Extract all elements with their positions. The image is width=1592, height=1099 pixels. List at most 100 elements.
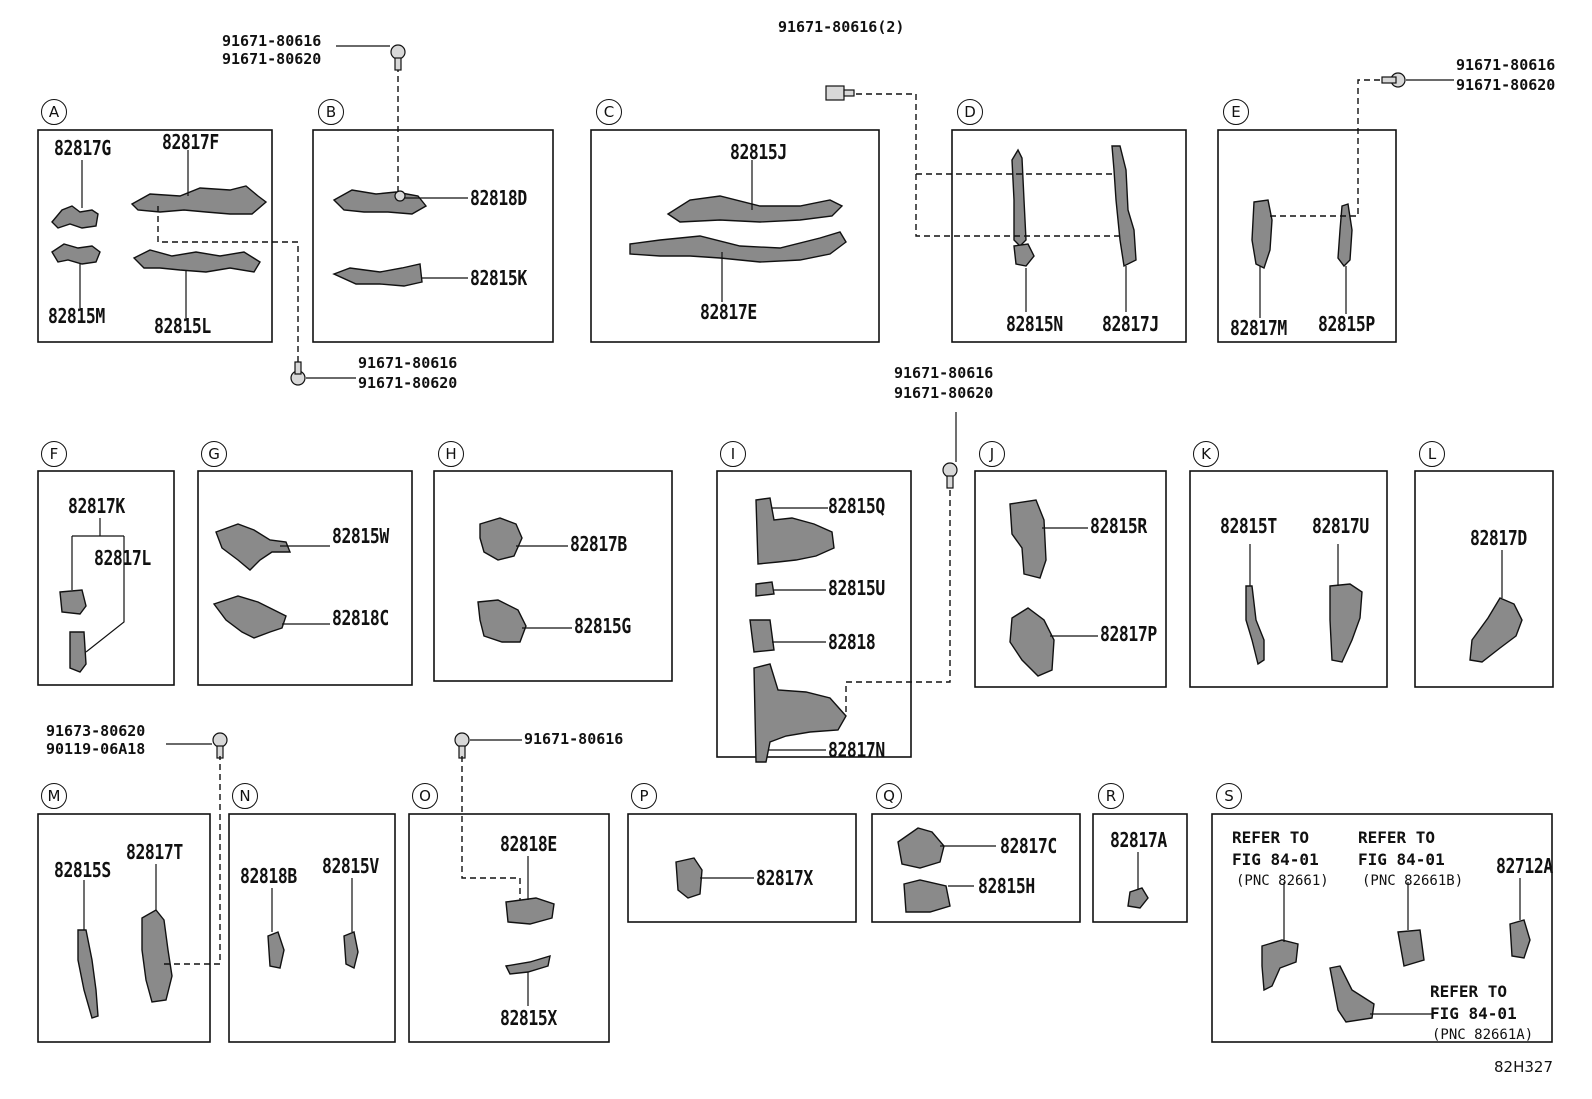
part-label-82817t: 82817T (126, 840, 183, 864)
group-letter-l: L (1419, 441, 1445, 467)
part-label-82817m: 82817M (1230, 316, 1287, 340)
figure-code: 82H327 (1494, 1058, 1553, 1076)
group-i-parts (749, 412, 958, 763)
bolt-label-b-1: 91671-80616 (222, 32, 322, 50)
part-label-82817b: 82817B (570, 532, 627, 556)
group-boxes (37, 129, 1554, 1043)
group-o-parts (461, 756, 555, 1006)
ref-3-line1: REFER TO (1430, 982, 1508, 1001)
group-letter-o: O (412, 783, 438, 809)
part-label-82815p: 82815P (1318, 312, 1375, 336)
part-label-82815n: 82815N (1006, 312, 1063, 336)
part-label-82815m: 82815M (48, 304, 105, 328)
ref-3-line2: FIG 84-01 (1430, 1004, 1517, 1023)
part-label-82815v: 82815V (322, 854, 379, 878)
part-label-82817n: 82817N (828, 738, 885, 762)
bolt-label-o-1: 91671-80616 (524, 730, 624, 748)
group-letter-h: H (438, 441, 464, 467)
group-letter-b: B (318, 99, 344, 125)
group-s-parts (1261, 878, 1531, 1023)
part-label-82815u: 82815U (828, 576, 885, 600)
group-letter-r: R (1098, 783, 1124, 809)
part-label-82815g: 82815G (574, 614, 631, 638)
part-label-82817c: 82817C (1000, 834, 1057, 858)
group-k-parts (1245, 544, 1363, 666)
group-e-parts (1251, 79, 1392, 318)
part-label-82815w: 82815W (332, 524, 389, 548)
group-f-parts (59, 518, 125, 673)
part-label-82818c: 82818C (332, 606, 389, 630)
group-letter-d: D (957, 99, 983, 125)
bolts-top (290, 44, 1454, 386)
group-letter-k: K (1193, 441, 1219, 467)
group-letter-m: M (41, 783, 67, 809)
bolt-label-e-2: 91671-80620 (1456, 76, 1556, 94)
group-m-parts (77, 756, 221, 1019)
part-label-82818e: 82818E (500, 832, 557, 856)
ref-1-line2: FIG 84-01 (1232, 850, 1319, 869)
group-letter-a: A (41, 99, 67, 125)
part-label-82815j: 82815J (730, 140, 787, 164)
group-q-parts (897, 827, 996, 913)
bolt-label-m-2: 90119-06A18 (46, 740, 146, 758)
group-letter-s: S (1216, 783, 1242, 809)
part-label-82817u: 82817U (1312, 514, 1369, 538)
part-label-82817k: 82817K (68, 494, 125, 518)
group-letter-f: F (41, 441, 67, 467)
group-letter-p: P (631, 783, 657, 809)
group-letter-n: N (232, 783, 258, 809)
group-r-parts (1127, 852, 1149, 909)
group-l-parts (1469, 550, 1523, 663)
part-label-82815t: 82815T (1220, 514, 1277, 538)
part-label-82818b: 82818B (240, 864, 297, 888)
group-a-parts (51, 150, 299, 368)
bolt-label-a-1: 91671-80616 (358, 354, 458, 372)
part-label-82817l: 82817L (94, 546, 151, 570)
part-label-82815x: 82815X (500, 1006, 557, 1030)
part-label-82817e: 82817E (700, 300, 757, 324)
bolt-label-b-2: 91671-80620 (222, 50, 322, 68)
bolt-label-a-2: 91671-80620 (358, 374, 458, 392)
group-c-parts (629, 160, 847, 302)
ref-1-line3: (PNC 82661) (1236, 873, 1329, 889)
bolt-label-e-1: 91671-80616 (1456, 56, 1556, 74)
ref-2-line1: REFER TO (1358, 828, 1436, 847)
part-label-82818: 82818 (828, 630, 876, 654)
group-h-parts (477, 517, 572, 643)
bolt-label-j-2: 91671-80620 (894, 384, 994, 402)
group-j-parts (1009, 499, 1098, 677)
bolts-bottom (166, 732, 522, 759)
part-label-82818d: 82818D (470, 186, 527, 210)
ref-2-line2: FIG 84-01 (1358, 850, 1445, 869)
part-label-82815h: 82815H (978, 874, 1035, 898)
part-label-82815q: 82815Q (828, 494, 885, 518)
part-label-82815l: 82815L (154, 314, 211, 338)
part-label-82815r: 82815R (1090, 514, 1147, 538)
group-letter-e: E (1223, 99, 1249, 125)
bolt-label-c-1: 91671-80616(2) (778, 18, 905, 36)
group-letter-j: J (979, 441, 1005, 467)
part-label-82712a: 82712A (1496, 854, 1553, 878)
ref-3-line3: (PNC 82661A) (1432, 1027, 1534, 1043)
group-letter-g: G (201, 441, 227, 467)
group-p-parts (675, 857, 754, 899)
group-letter-i: I (720, 441, 746, 467)
part-label-82817a: 82817A (1110, 828, 1167, 852)
part-label-82815k: 82815K (470, 266, 527, 290)
group-g-parts (212, 523, 330, 639)
part-label-82817g: 82817G (54, 136, 111, 160)
part-label-82817f: 82817F (162, 130, 219, 154)
group-letter-c: C (596, 99, 622, 125)
bolt-label-j-1: 91671-80616 (894, 364, 994, 382)
group-n-parts (267, 878, 359, 970)
bolt-label-m-1: 91673-80620 (46, 722, 146, 740)
group-letter-q: Q (876, 783, 902, 809)
part-label-82817d: 82817D (1470, 526, 1527, 550)
part-label-82817x: 82817X (756, 866, 813, 890)
ref-1-line1: REFER TO (1232, 828, 1310, 847)
ref-2-line3: (PNC 82661B) (1362, 873, 1464, 889)
group-b-parts (332, 66, 468, 287)
part-label-82817j: 82817J (1102, 312, 1159, 336)
part-label-82817p: 82817P (1100, 622, 1157, 646)
